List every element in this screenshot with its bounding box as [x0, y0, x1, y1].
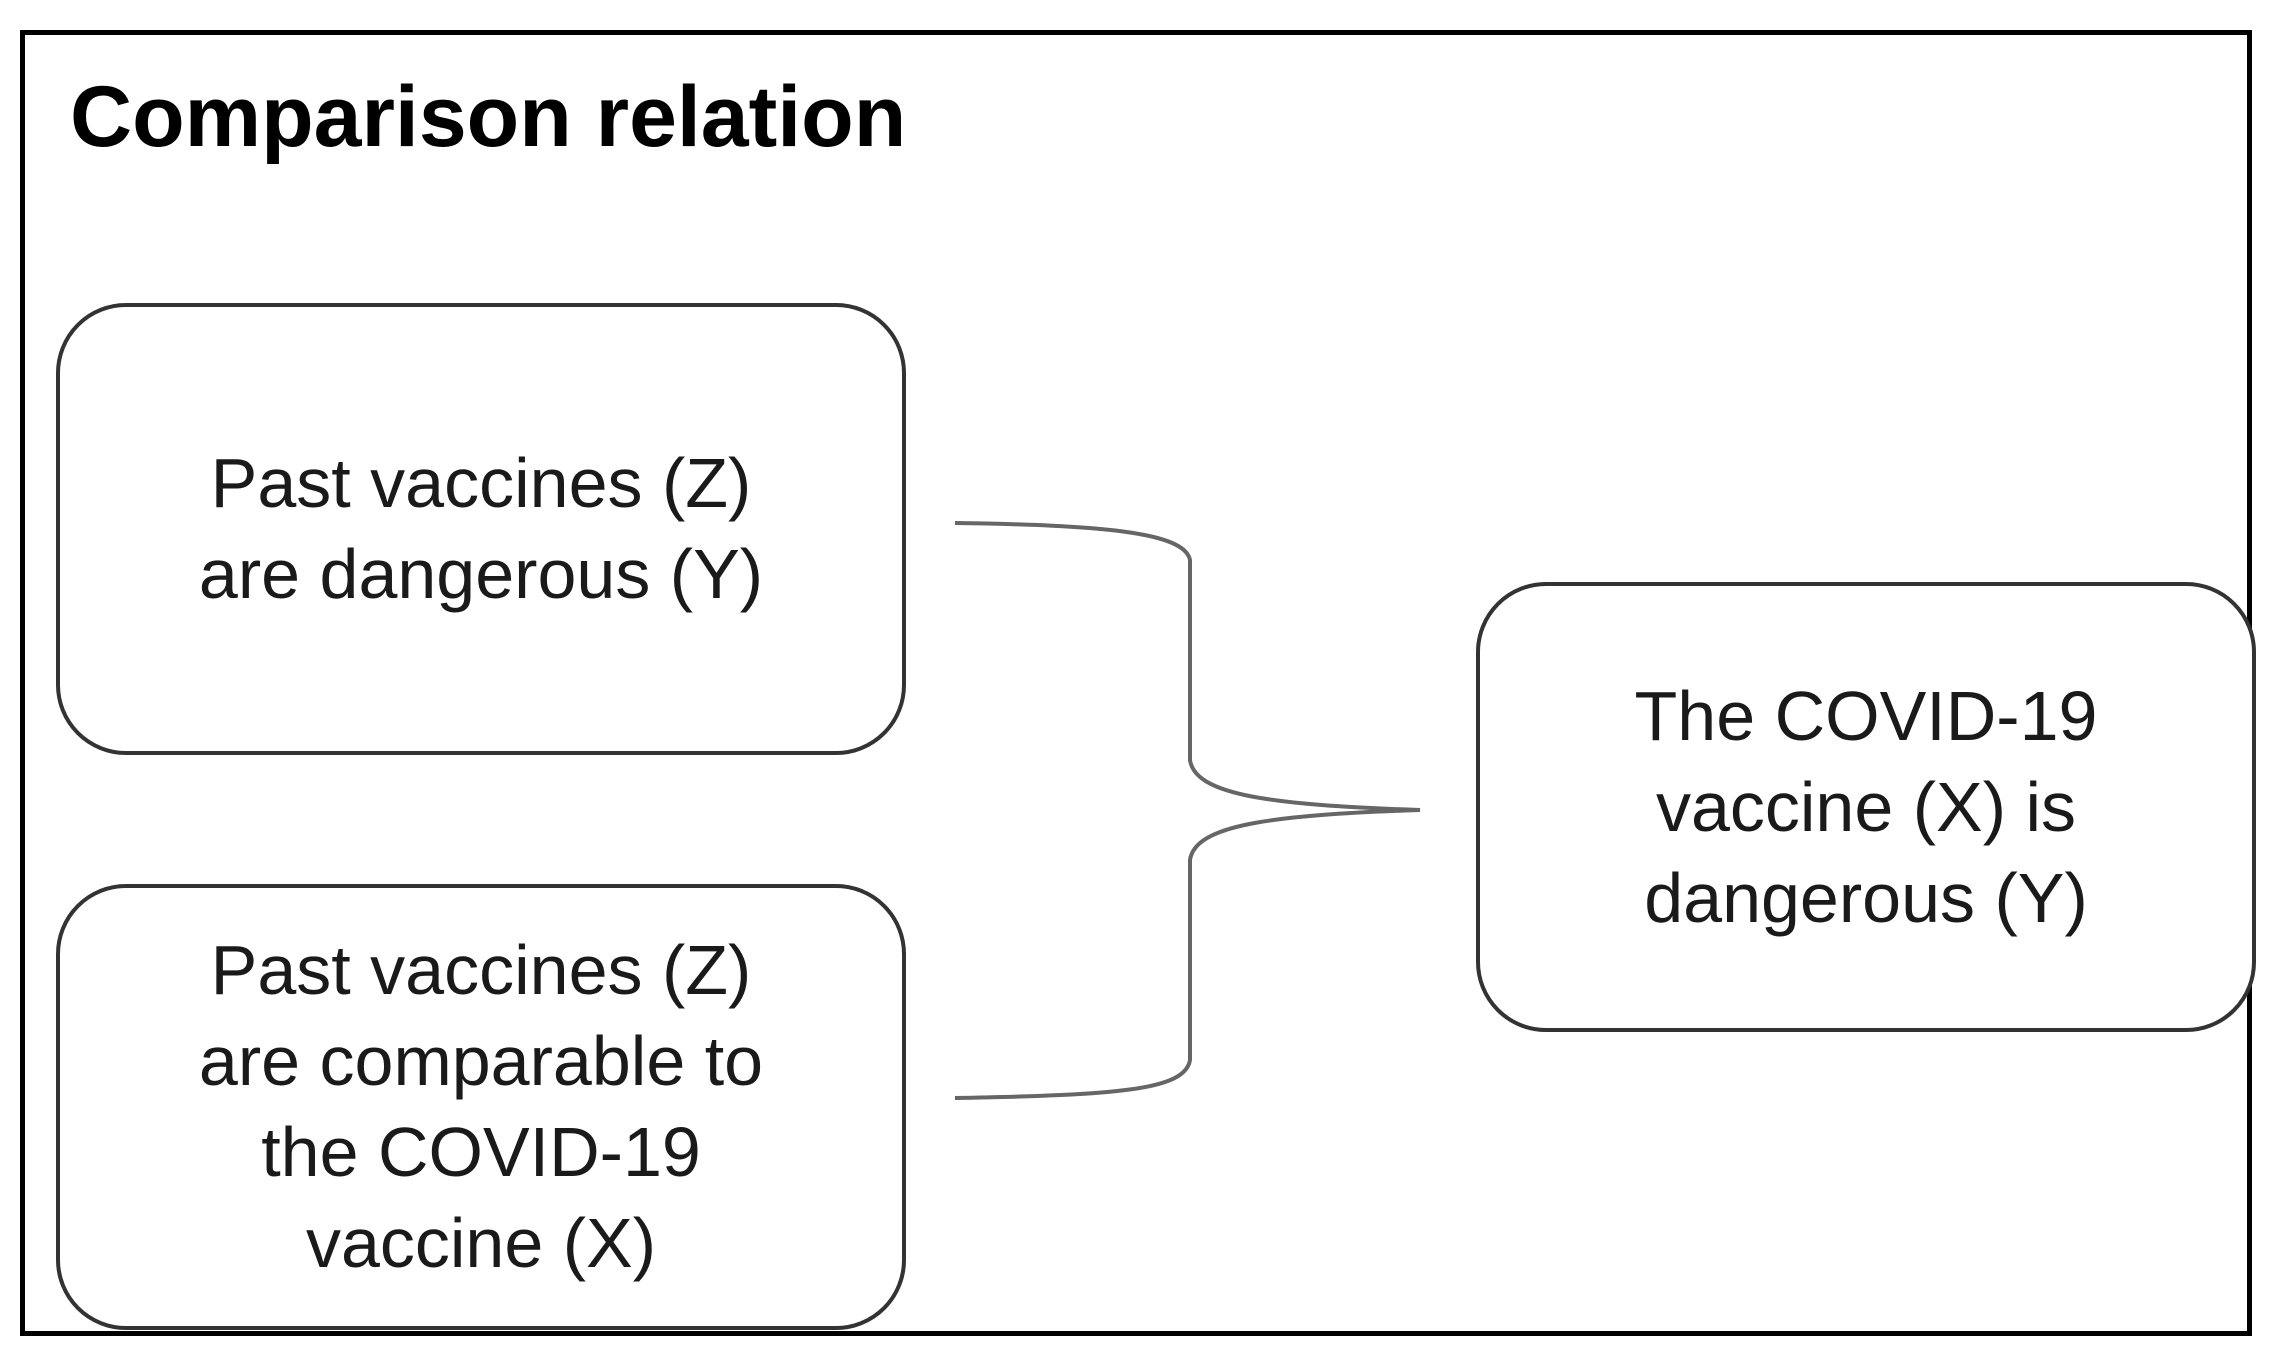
conclusion-text: The COVID-19 vaccine (X) is dangerous (Y… [1634, 676, 2098, 937]
brace-path [954, 521, 1421, 1100]
premise-past-vaccines-comparable: Past vaccines (Z) are comparable to the … [56, 884, 906, 1330]
diagram-title: Comparison relation [70, 69, 907, 165]
premise-1-text: Past vaccines (Z) are dangerous (Y) [198, 444, 764, 613]
premise-2-text: Past vaccines (Z) are comparable to the … [198, 931, 764, 1282]
conclusion-covid-vaccine-dangerous: The COVID-19 vaccine (X) is dangerous (Y… [1476, 582, 2256, 1032]
premise-past-vaccines-dangerous: Past vaccines (Z) are dangerous (Y) [56, 303, 906, 755]
